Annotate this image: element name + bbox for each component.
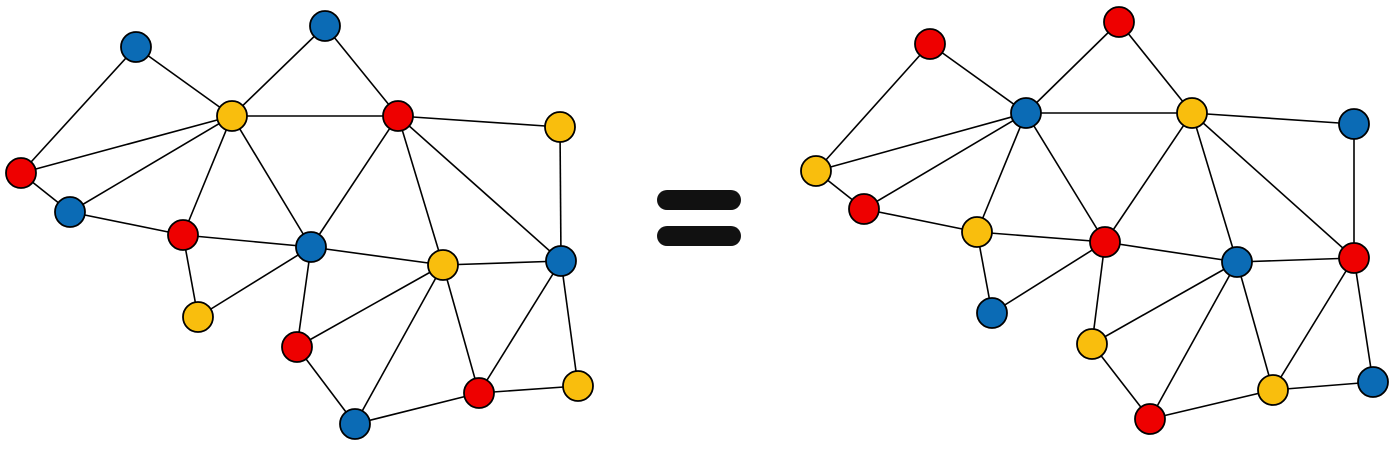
right-graph-nodes bbox=[800, 6, 1389, 435]
left-graph-edge-D-J bbox=[397, 115, 444, 266]
right-graph-edge-B-C bbox=[1025, 21, 1120, 114]
right-graph-edge-K-N bbox=[1272, 257, 1355, 391]
right-graph-node-J-blue bbox=[1221, 246, 1253, 278]
right-graph-node-D-yellow bbox=[1176, 97, 1208, 129]
right-graph-edge-H-I bbox=[976, 231, 1106, 243]
right-graph-edge-J-P bbox=[1149, 261, 1238, 420]
left-graph-edge-M-P bbox=[296, 346, 356, 425]
right-graph-node-E-blue bbox=[1338, 108, 1370, 140]
right-graph-edge-I-J bbox=[1104, 241, 1238, 263]
left-graph-node-B-blue bbox=[309, 10, 341, 42]
right-graph-edge-C-I bbox=[1025, 112, 1106, 243]
right-graph-edge-I-M bbox=[1091, 241, 1106, 345]
right-graph-node-H-yellow bbox=[961, 216, 993, 248]
left-graph-edge-J-M bbox=[296, 264, 444, 348]
left-graph-node-O-yellow bbox=[562, 370, 594, 402]
left-graph-edge-C-G bbox=[69, 115, 233, 213]
right-graph-node-O-blue bbox=[1357, 366, 1389, 398]
left-graph-node-L-yellow bbox=[182, 301, 214, 333]
right-graph-edge-C-H bbox=[976, 112, 1027, 233]
left-graph-node-H-red bbox=[167, 219, 199, 251]
right-graph-edge-A-F bbox=[815, 43, 931, 172]
right-graph-node-C-blue bbox=[1010, 97, 1042, 129]
left-graph-node-C-yellow bbox=[216, 100, 248, 132]
right-graph-edge-L-I bbox=[991, 241, 1106, 314]
left-graph-node-N-red bbox=[463, 377, 495, 409]
right-graph-node-G-red bbox=[848, 193, 880, 225]
left-graph-nodes bbox=[5, 10, 594, 440]
right-graph-node-B-red bbox=[1103, 6, 1135, 38]
left-graph-node-F-red bbox=[5, 157, 37, 189]
left-graph-edge-J-P bbox=[354, 264, 444, 425]
right-graph-edge-J-M bbox=[1091, 261, 1238, 345]
right-graph-node-N-yellow bbox=[1257, 374, 1289, 406]
left-graph-edge-H-I bbox=[182, 234, 312, 248]
left-graph-edge-B-C bbox=[231, 25, 326, 117]
equals-sign bbox=[657, 190, 741, 246]
left-graph-edge-B-D bbox=[324, 25, 399, 117]
left-graph-node-A-blue bbox=[120, 31, 152, 63]
left-graph-edge-D-K bbox=[397, 115, 562, 262]
left-graph-node-I-blue bbox=[295, 231, 327, 263]
right-graph-node-A-red bbox=[914, 28, 946, 60]
left-graph-node-J-yellow bbox=[427, 249, 459, 281]
right-graph-edges bbox=[815, 21, 1374, 420]
right-graph-edge-C-G bbox=[863, 112, 1027, 210]
right-graph-node-K-red bbox=[1338, 242, 1370, 274]
right-graph-node-M-yellow bbox=[1076, 328, 1108, 360]
left-graph-node-G-blue bbox=[54, 196, 86, 228]
left-graph-node-M-red bbox=[281, 331, 313, 363]
left-graph-edge-L-I bbox=[197, 246, 312, 318]
right-graph-edge-J-K bbox=[1236, 257, 1355, 263]
right-graph-edge-D-J bbox=[1191, 112, 1238, 263]
left-graph-edges bbox=[20, 25, 579, 425]
left-graph-edge-K-N bbox=[478, 260, 562, 394]
left-graph-edge-I-M bbox=[296, 246, 312, 348]
right-graph-edge-B-D bbox=[1118, 21, 1193, 114]
right-graph-node-L-blue bbox=[976, 297, 1008, 329]
left-graph-edge-G-H bbox=[69, 211, 184, 236]
left-graph bbox=[5, 10, 594, 440]
left-graph-edge-F-C bbox=[20, 115, 233, 174]
right-graph-edge-N-O bbox=[1272, 381, 1374, 391]
left-graph-edge-J-K bbox=[442, 260, 562, 266]
left-graph-edge-A-F bbox=[20, 46, 137, 174]
right-graph-edge-P-N bbox=[1149, 389, 1274, 420]
left-graph-edge-N-O bbox=[478, 385, 579, 394]
right-graph-node-I-red bbox=[1089, 226, 1121, 258]
right-graph-edge-K-O bbox=[1353, 257, 1374, 383]
right-graph-edge-F-C bbox=[815, 112, 1027, 172]
right-graph-node-F-yellow bbox=[800, 155, 832, 187]
left-graph-edge-I-J bbox=[310, 246, 444, 266]
right-graph-edge-D-K bbox=[1191, 112, 1355, 259]
left-graph-edge-C-H bbox=[182, 115, 233, 236]
right-graph-edge-J-N bbox=[1236, 261, 1274, 391]
right-graph bbox=[800, 6, 1389, 435]
right-graph-edge-G-H bbox=[863, 208, 978, 233]
right-graph-edge-D-E bbox=[1191, 112, 1355, 125]
left-graph-edge-J-N bbox=[442, 264, 480, 394]
left-graph-node-K-blue bbox=[545, 245, 577, 277]
left-graph-node-E-yellow bbox=[544, 111, 576, 143]
left-graph-node-P-blue bbox=[339, 408, 371, 440]
left-graph-edge-K-O bbox=[560, 260, 579, 387]
left-graph-edge-D-I bbox=[310, 115, 399, 248]
left-graph-edge-C-I bbox=[231, 115, 312, 248]
right-graph-node-P-red bbox=[1134, 403, 1166, 435]
right-graph-edge-D-I bbox=[1104, 112, 1193, 243]
right-graph-edge-A-C bbox=[929, 43, 1027, 114]
left-graph-edge-D-E bbox=[397, 115, 561, 128]
left-graph-node-D-red bbox=[382, 100, 414, 132]
left-graph-edge-P-N bbox=[354, 392, 480, 425]
left-graph-edge-A-C bbox=[135, 46, 233, 117]
left-graph-edge-E-K bbox=[559, 126, 562, 262]
